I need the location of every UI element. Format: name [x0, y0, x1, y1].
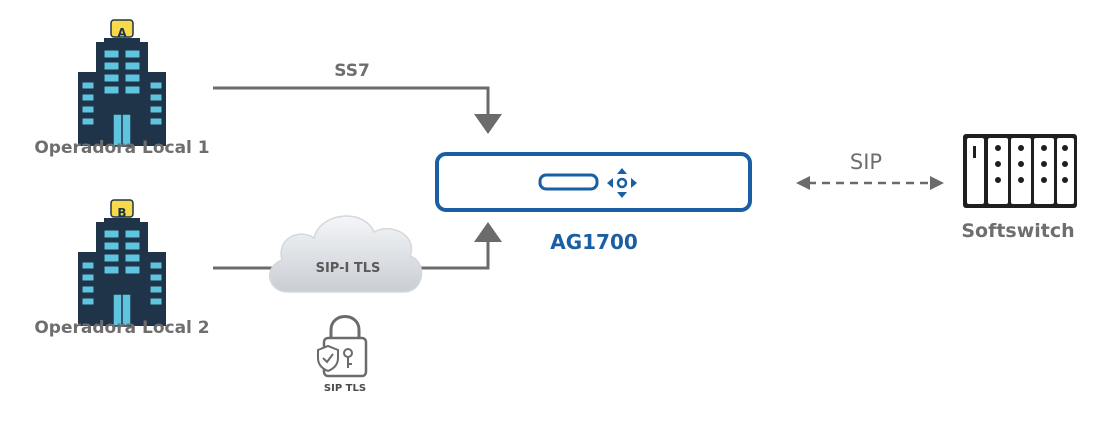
building-b-badge: B — [117, 206, 126, 220]
sip-label: SIP — [850, 150, 882, 174]
cloud-label: SIP-I TLS — [316, 261, 381, 276]
softswitch-icon — [963, 134, 1077, 208]
lock-label: SIP TLS — [324, 383, 366, 394]
sip-link — [796, 176, 944, 190]
cloud-icon — [268, 215, 423, 293]
operator1-label: Operadora Local 1 — [34, 138, 209, 158]
building-a-badge: A — [117, 26, 127, 40]
sip-arrow-right — [930, 176, 944, 190]
ss7-label: SS7 — [334, 61, 370, 81]
softswitch-label: Softswitch — [961, 220, 1074, 242]
ss7-arrow-head — [474, 114, 502, 134]
sip-arrow-left — [796, 176, 810, 190]
device-status-icon — [607, 168, 637, 198]
sip-i-tls-arrow-head — [474, 222, 502, 242]
ag1700-device — [435, 152, 752, 212]
ss7-link — [213, 86, 502, 134]
device-slot-icon — [538, 173, 599, 191]
ag1700-label: AG1700 — [550, 230, 638, 254]
shield-icon — [317, 344, 339, 373]
operator2-label: Operadora Local 2 — [34, 318, 209, 338]
